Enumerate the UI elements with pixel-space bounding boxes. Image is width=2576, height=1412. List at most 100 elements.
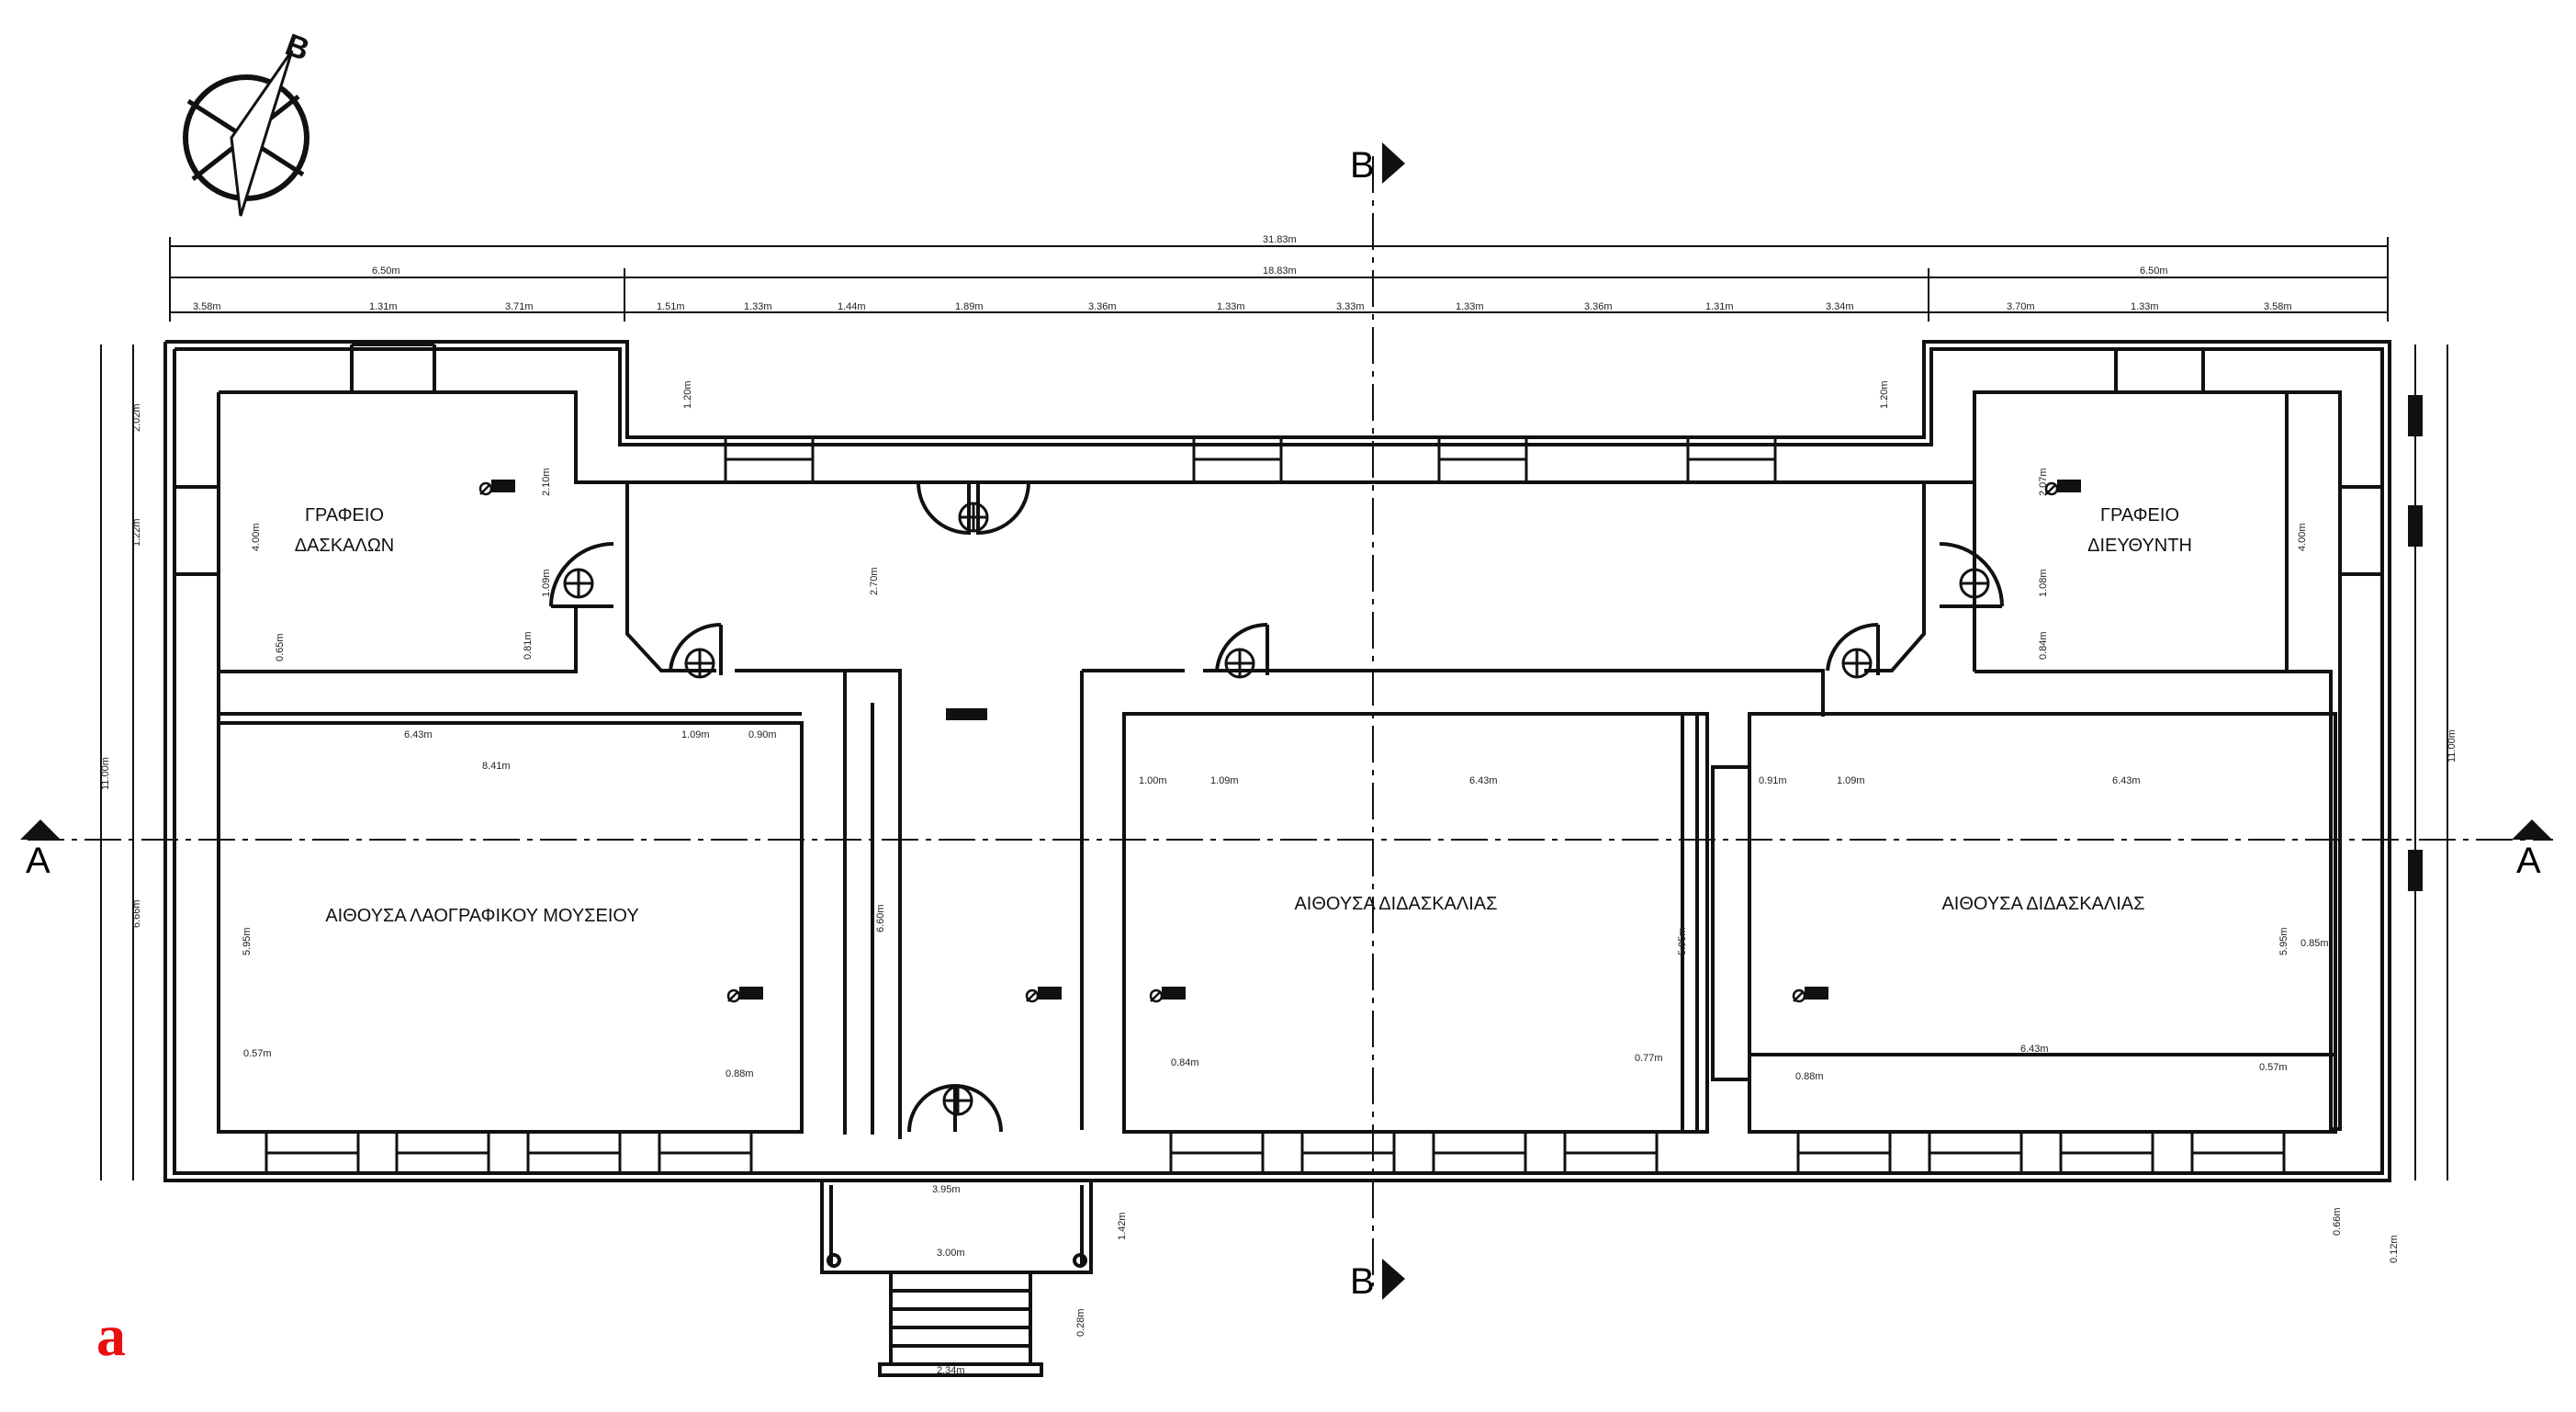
- dim-museum-top-c: 0.90m: [748, 729, 777, 740]
- dim-seg-15: 3.70m: [2007, 301, 2035, 312]
- dim-porch-depth: 1.42m: [1117, 1212, 1128, 1240]
- light-icon: [563, 568, 594, 599]
- doors: [549, 481, 2004, 1133]
- museum-hall: [217, 672, 804, 1134]
- dim-left-wing: 6.50m: [372, 265, 400, 277]
- panel-mark-icon: [946, 708, 987, 720]
- dim-seg-4: 1.51m: [657, 301, 685, 312]
- corridor-walls: [625, 482, 1926, 1139]
- light-icon: [684, 648, 715, 679]
- room-labels: ΓΡΑΦΕΙΟ ΔΑΣΚΑΛΩΝ ΓΡΑΦΕΙΟ ΔΙΕΥΘΥΝΤΗ ΑΙΘΟΥ…: [295, 505, 2192, 926]
- panel-mark-icon: [2408, 850, 2423, 891]
- dim-right-wing: 6.50m: [2140, 265, 2168, 277]
- dimension-lines: [100, 237, 2448, 1180]
- dim-teachers-office-d: 0.65m: [275, 633, 286, 661]
- teachers-office-label-1: ΓΡΑΦΕΙΟ: [305, 505, 384, 525]
- windows: [264, 435, 2286, 1175]
- section-b-top-label: B: [1350, 145, 1375, 186]
- panel-mark-icon: [2408, 505, 2423, 547]
- panel-mark-icon: [2408, 395, 2423, 436]
- dim-left-upper-b: 1.22m: [131, 518, 142, 547]
- section-a-left-label: A: [26, 841, 51, 881]
- dim-porch-width: 3.95m: [932, 1184, 961, 1195]
- section-a-right-arrow-icon: [2512, 819, 2552, 840]
- director-office-label-2: ΔΙΕΥΘΥΝΤΗ: [2087, 536, 2192, 556]
- dim-class2-b: 1.09m: [1837, 775, 1865, 786]
- dim-stairs-side: 0.28m: [1075, 1308, 1086, 1337]
- dim-center-span: 18.83m: [1263, 265, 1297, 277]
- dim-bottom-right-a: 0.66m: [2332, 1207, 2343, 1236]
- light-icon: [1959, 568, 1990, 599]
- dim-museum-height: 5.95m: [242, 927, 253, 955]
- dim-class1-height: 5.95m: [1677, 927, 1688, 955]
- dim-left-upper-a: 2.02m: [131, 403, 142, 432]
- dim-corridor-depth: 2.70m: [869, 567, 880, 595]
- dim-seg-7: 1.89m: [955, 301, 984, 312]
- dim-museum-top-b: 1.09m: [681, 729, 710, 740]
- dim-hall-corner-right: 1.20m: [1879, 380, 1890, 409]
- dim-right-height: 11.00m: [2447, 729, 2458, 762]
- dim-porch-inner: 3.00m: [937, 1248, 965, 1259]
- dim-seg-9: 1.33m: [1217, 301, 1245, 312]
- dim-left-lower: 6.66m: [131, 899, 142, 928]
- classroom-2-label: ΑΙΘΟΥΣΑ ΔΙΔΑΣΚΑΛΙΑΣ: [1941, 894, 2144, 914]
- director-office-label-1: ΓΡΑΦΕΙΟ: [2100, 505, 2179, 525]
- light-icon: [942, 1085, 973, 1116]
- section-b-bottom-arrow-icon: [1382, 1259, 1405, 1300]
- dim-class1-c: 6.43m: [1469, 775, 1498, 786]
- classroom-2: [1711, 712, 2337, 1134]
- classroom-1-label: ΑΙΘΟΥΣΑ ΔΙΔΑΣΚΑΛΙΑΣ: [1294, 894, 1497, 914]
- switch-fixtures: [478, 478, 2083, 1003]
- dim-class1-a: 1.00m: [1139, 775, 1167, 786]
- socket-icon: [478, 478, 517, 496]
- socket-icon: [1149, 985, 1187, 1003]
- socket-icon: [1792, 985, 1830, 1003]
- dim-class1-corner-a: 0.84m: [1171, 1057, 1199, 1068]
- compass: B: [183, 28, 314, 217]
- dim-seg-16: 1.33m: [2131, 301, 2159, 312]
- section-a-left-arrow-icon: [20, 819, 61, 840]
- socket-icon: [1025, 985, 1063, 1003]
- panel-label: a: [96, 1303, 126, 1368]
- dim-seg-13: 1.31m: [1705, 301, 1734, 312]
- section-a-right-label: A: [2516, 841, 2541, 881]
- panel-marks: [946, 395, 2423, 891]
- porch: [820, 1180, 1093, 1377]
- dim-director-office-b: 1.08m: [2038, 569, 2049, 597]
- dim-class2-width: 6.43m: [2020, 1044, 2049, 1055]
- interior-dimension-labels: 4.00m 2.10m 1.09m 0.81m 0.65m 4.00m 2.07…: [242, 380, 2400, 1376]
- teachers-office-label-2: ΔΑΣΚΑΛΩΝ: [295, 536, 395, 556]
- dim-museum-width: 8.41m: [482, 761, 511, 772]
- light-fixtures: [563, 502, 1990, 1116]
- dim-corridor-height: 6.60m: [875, 904, 886, 932]
- socket-icon: [2044, 478, 2083, 496]
- dim-class2-side: 0.85m: [2300, 938, 2329, 949]
- socket-icon: [726, 985, 765, 1003]
- museum-hall-label: ΑΙΘΟΥΣΑ ΛΑΟΓΡΑΦΙΚΟΥ ΜΟΥΣΕΙΟΥ: [325, 906, 638, 926]
- dim-class1-corner-b: 0.77m: [1635, 1053, 1663, 1064]
- light-icon: [1224, 648, 1255, 679]
- dim-seg-10: 3.33m: [1336, 301, 1365, 312]
- dim-museum-corner-a: 0.57m: [243, 1048, 272, 1059]
- dim-teachers-office-depth: 4.00m: [251, 523, 262, 551]
- dim-museum-corner-b: 0.88m: [726, 1068, 754, 1079]
- dim-museum-top-a: 6.43m: [404, 729, 433, 740]
- dim-seg-2: 1.31m: [369, 301, 398, 312]
- dim-seg-14: 3.34m: [1826, 301, 1854, 312]
- dim-class2-a: 0.91m: [1759, 775, 1787, 786]
- dim-director-office-c: 0.84m: [2038, 631, 2049, 660]
- dim-seg-1: 3.58m: [193, 301, 221, 312]
- dim-seg-17: 3.58m: [2264, 301, 2292, 312]
- teachers-office: [173, 343, 578, 673]
- dim-left-height: 11.00m: [100, 757, 111, 790]
- classroom-1: [1122, 712, 1709, 1134]
- dim-director-office-depth: 4.00m: [2297, 523, 2308, 551]
- dim-class1-b: 1.09m: [1210, 775, 1239, 786]
- dim-teachers-office-b: 1.09m: [541, 569, 552, 597]
- dim-total-width: 31.83m: [1263, 234, 1297, 245]
- dim-seg-3: 3.71m: [505, 301, 534, 312]
- dim-seg-12: 3.36m: [1584, 301, 1613, 312]
- dim-bottom-right-b: 0.12m: [2389, 1235, 2400, 1263]
- dim-stairs-width: 2.34m: [937, 1365, 965, 1376]
